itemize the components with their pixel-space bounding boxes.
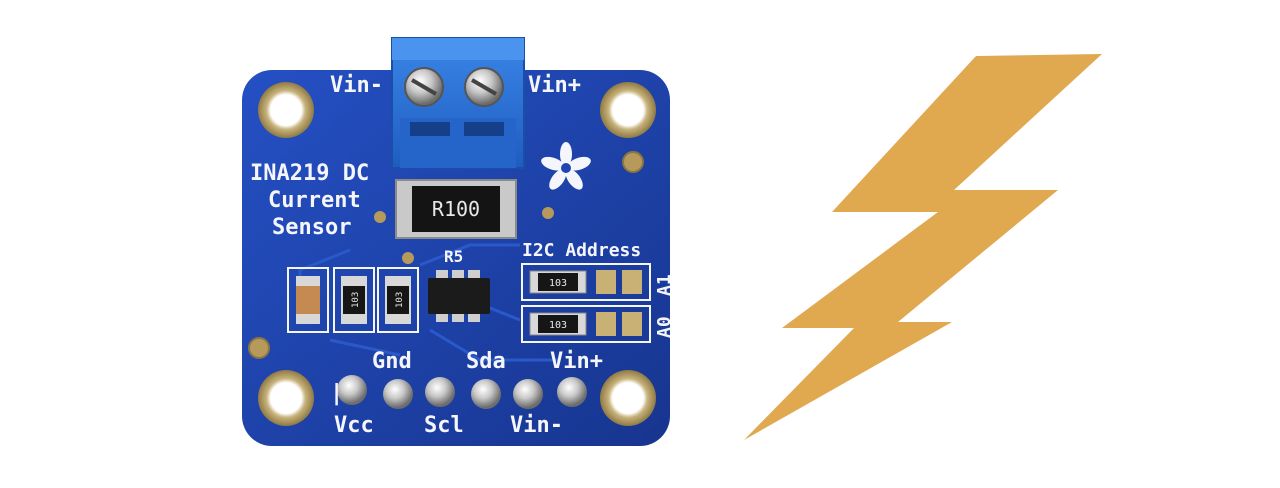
board-title-line1: INA219 DC [250, 161, 369, 186]
pin-label-sda: Sda [466, 349, 506, 374]
board-title-line2: Current [268, 188, 361, 213]
address-a0-label: A0 [654, 316, 675, 338]
mounting-hole [600, 370, 656, 426]
smd-resistor-marking: 103 [395, 292, 405, 308]
mounting-hole [600, 82, 656, 138]
address-jumper-a0: 103 [521, 305, 651, 343]
i2c-address-label: I2C Address [522, 240, 641, 261]
pin-label-vin-plus: Vin+ [550, 349, 603, 374]
header-pins [337, 375, 587, 409]
lightning-bolt-icon [744, 54, 1102, 440]
via [542, 207, 554, 219]
terminal-right-label: Vin+ [528, 73, 581, 98]
pin-sda [471, 379, 501, 409]
a0-resistor-marking: 103 [549, 320, 567, 331]
pin-vin-minus [513, 379, 543, 409]
pin1-marker: | [330, 381, 343, 406]
adafruit-flower-icon [541, 142, 591, 190]
smd-resistor-marking: 103 [351, 292, 361, 308]
pin-scl [425, 377, 455, 407]
pin-vin-plus [557, 377, 587, 407]
screw-terminal [391, 37, 525, 169]
via [622, 151, 644, 173]
board-title-line3: Sensor [272, 215, 351, 240]
pin-label-vin-minus: Vin- [510, 413, 563, 438]
address-jumper-a1: 103 [521, 263, 651, 301]
shunt-resistor: R100 [395, 179, 517, 239]
mounting-hole [258, 82, 314, 138]
smd-resistor: 103 [377, 267, 419, 333]
a1-resistor-marking: 103 [549, 278, 567, 289]
pin-vcc [337, 375, 367, 405]
pin-gnd [383, 379, 413, 409]
via [402, 252, 414, 264]
pin-label-vcc: Vcc [334, 413, 374, 438]
terminal-left-label: Vin- [330, 73, 383, 98]
mounting-hole [258, 370, 314, 426]
ina219-chip [428, 270, 490, 322]
shunt-marking: R100 [432, 197, 480, 221]
resistor-ref-label: R5 [444, 247, 463, 266]
pin-label-gnd: Gnd [372, 349, 412, 374]
via [248, 337, 270, 359]
via [374, 211, 386, 223]
smd-capacitor [287, 267, 329, 333]
pin-label-scl: Scl [424, 413, 464, 438]
address-a1-label: A1 [654, 274, 675, 296]
smd-resistor: 103 [333, 267, 375, 333]
